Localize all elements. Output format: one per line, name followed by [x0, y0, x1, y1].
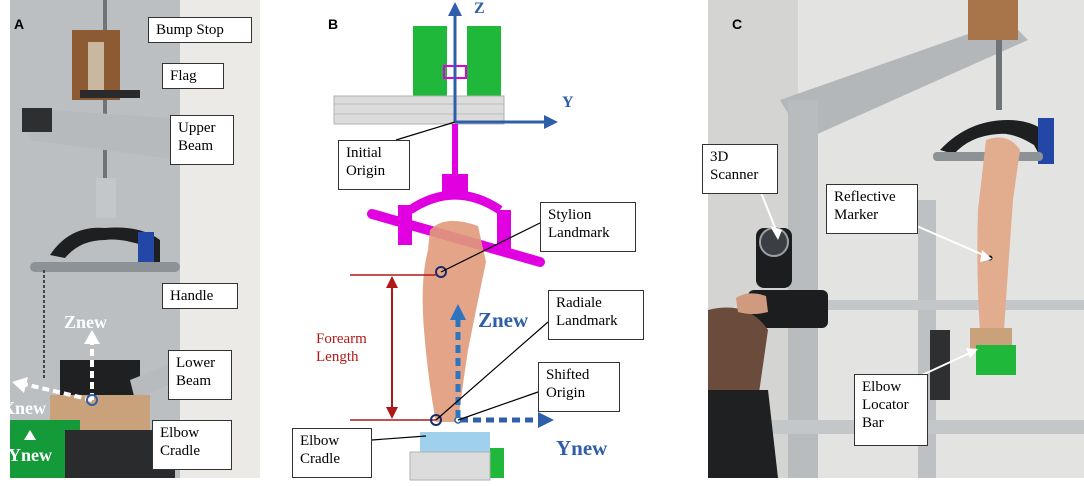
bump-stop-slot	[88, 42, 104, 92]
handle-clamp	[138, 232, 154, 266]
stylion-landmark-callout: Stylion Landmark	[540, 202, 636, 252]
scanner-lens	[759, 227, 789, 257]
top-green-block-left	[413, 26, 447, 96]
upper-beam-callout: Upper Beam	[170, 115, 234, 165]
beam-end	[22, 108, 52, 132]
operator-body	[708, 390, 778, 478]
load-cell	[96, 178, 116, 218]
bottom-green-block	[490, 448, 504, 478]
elbow-locator-bar-callout: Elbow Locator Bar	[854, 374, 928, 446]
bump-stop-callout: Bump Stop	[148, 17, 252, 43]
camera	[748, 290, 828, 328]
ynew-marker	[24, 430, 36, 440]
elbow-cradle-leader	[371, 435, 427, 441]
flag	[80, 90, 140, 98]
lower-beam-b	[409, 451, 491, 481]
elbow-cradle-callout: Elbow Cradle	[152, 420, 232, 470]
initial-origin-callout: Initial Origin	[338, 140, 410, 190]
dim-arrow-bottom	[386, 407, 398, 419]
ynew-label-a: Ynew	[8, 445, 52, 465]
stylion-marker	[435, 266, 447, 278]
xnew-label-a: Xnew	[2, 398, 46, 418]
shifted-origin-marker	[454, 416, 462, 424]
ynew-arrowhead-b	[538, 412, 554, 428]
elbow-cradle-b	[420, 432, 490, 452]
reflective-marker-dot	[987, 255, 993, 261]
rod-c	[996, 40, 1002, 110]
panel-b-letter: B	[328, 16, 339, 32]
top-magenta-mount	[443, 65, 467, 79]
z-arrowhead	[448, 2, 462, 16]
initial-origin-leader	[395, 121, 456, 141]
handle-callout: Handle	[162, 283, 238, 309]
shifted-origin-callout: Shifted Origin	[538, 362, 620, 412]
upright-left	[788, 100, 818, 478]
forearm-scan	[422, 220, 486, 422]
magenta-clamp-left	[398, 205, 412, 245]
radiale-landmark-callout: Radiale Landmark	[548, 290, 644, 340]
reflective-marker-callout: Reflective Marker	[826, 184, 918, 234]
bump-stop-c	[968, 0, 1018, 40]
scanner-callout: 3D Scanner	[702, 144, 778, 194]
handle-bar	[30, 262, 180, 272]
upper-beam-b	[333, 95, 505, 125]
operator-hand	[736, 293, 768, 314]
stylion-leader	[440, 221, 543, 273]
z-label: Z	[474, 0, 485, 17]
y-label: Y	[562, 94, 574, 111]
dim-arrow-top	[386, 276, 398, 288]
radiale-marker	[430, 414, 442, 426]
upper-beam	[20, 108, 180, 160]
magenta-clamp-right	[497, 210, 511, 250]
handle-bracket	[50, 227, 160, 262]
elbow-cradle-callout-b: Elbow Cradle	[292, 428, 372, 478]
znew-label-a: Znew	[64, 312, 108, 332]
panel-a-letter: A	[14, 16, 25, 32]
magenta-connector	[442, 174, 468, 194]
operator-arm	[708, 307, 768, 405]
handle-clamp-c	[1038, 118, 1054, 164]
magenta-handle-bar	[367, 209, 545, 267]
y-arrowhead	[544, 115, 558, 129]
xnew-arrowhead	[12, 377, 28, 393]
lower-beam-callout: Lower Beam	[168, 350, 232, 400]
shifted-origin-leader	[457, 391, 539, 421]
znew-arrowhead	[84, 330, 100, 344]
forearm-length-label: Forearm Length	[316, 331, 367, 365]
top-green-block-right	[467, 26, 501, 96]
panel-c-letter: C	[732, 16, 743, 32]
top-beam-c	[780, 20, 1028, 140]
clamp-c	[930, 330, 950, 400]
magenta-bracket	[407, 190, 503, 214]
elbow-locator-bar	[976, 345, 1016, 375]
radiale-leader	[435, 321, 549, 421]
elbow-cradle-c	[970, 328, 1012, 350]
xnew-axis	[23, 382, 93, 402]
ynew-label-b: Ynew	[556, 436, 608, 460]
znew-arrowhead-b	[450, 304, 466, 320]
magenta-rod	[452, 124, 458, 176]
crossbar-middle	[808, 300, 1084, 310]
znew-label-b: Znew	[478, 308, 529, 332]
flag-callout: Flag	[162, 63, 224, 89]
raised-arm	[977, 137, 1020, 332]
handle-bracket-c	[940, 120, 1054, 160]
origin-marker	[86, 394, 98, 406]
